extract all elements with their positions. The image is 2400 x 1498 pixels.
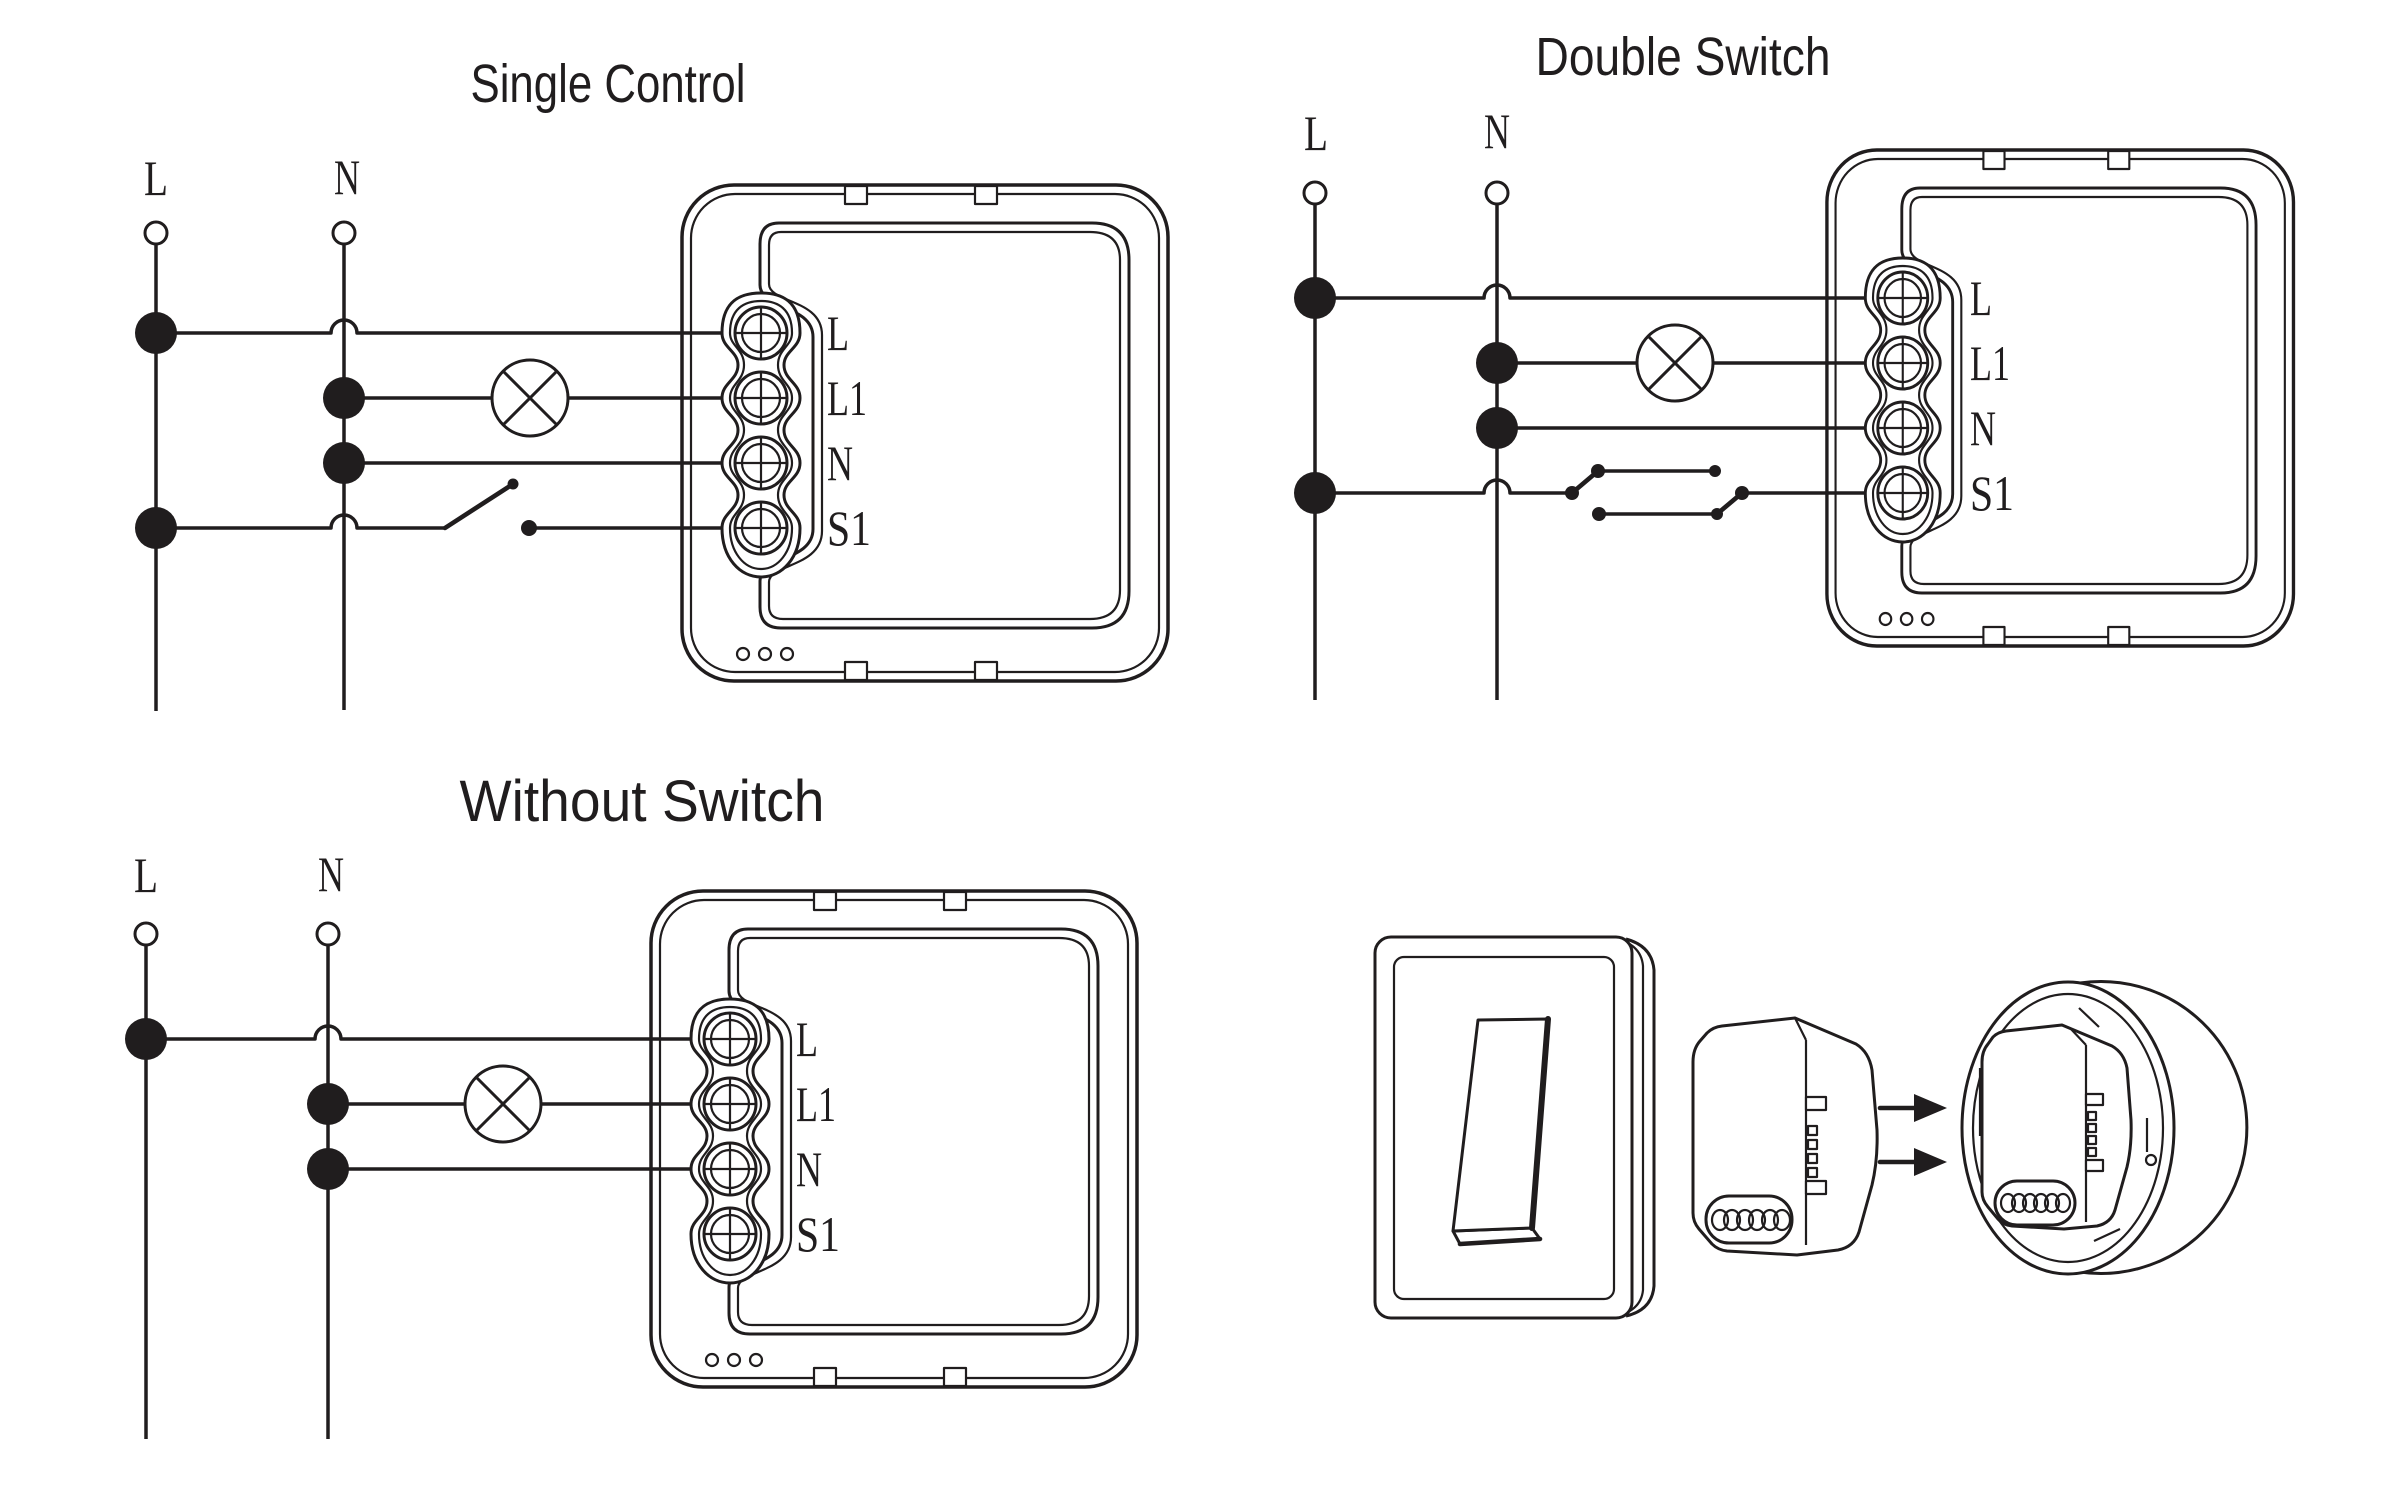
clip-tab-icon [1804,1179,1828,1196]
junction-dot [1476,407,1518,449]
junction-dot [307,1148,349,1190]
supply-neutral-label: N [1484,103,1510,159]
terminal-label-s1: S1 [827,500,871,556]
wall-switch-icon [1373,935,1656,1320]
terminal-label-l1: L1 [827,370,867,426]
terminal-label-l: L [796,1011,818,1067]
relay-module [1825,148,2296,648]
wire-l [156,318,761,335]
two-way-switch-icon [1565,464,1749,521]
supply-terminal-icon [133,921,159,947]
supply-live-label: L [1304,105,1328,161]
wire-l [146,1024,730,1041]
supply-live-label: L [134,847,158,903]
terminal-label-l: L [827,305,849,361]
junction-dot [135,312,177,354]
terminal-label-l1: L1 [796,1076,836,1132]
clip-tab-icon [1804,1095,1828,1112]
diagram-title: Double Switch [1536,27,1831,87]
supply-terminal-icon [143,220,169,246]
terminal-label-l: L [1970,270,1992,326]
diagram-title: Single Control [471,54,746,114]
diagram-title: Without Switch [460,769,825,834]
supply-neutral-label: N [318,846,344,902]
wire-l [1315,283,1903,300]
installation-illustration [1373,935,2249,1320]
wire-s1 [1315,478,1903,495]
lamp-icon [463,1064,543,1144]
lamp-icon [1635,323,1715,403]
junction-dot [1294,277,1336,319]
terminal-label-n: N [1970,400,1996,456]
supply-terminal-icon [1302,180,1328,206]
terminal-label-s1: S1 [796,1206,840,1262]
junction-dot [323,377,365,419]
terminal-strip-icon [1704,1194,1794,1245]
insert-arrow-icon [1877,1094,1947,1122]
junction-dot [323,442,365,484]
relay-module-3d-icon [1691,1016,1879,1257]
relay-module-in-box-icon [1980,1023,2133,1231]
supply-live-label: L [144,150,168,206]
supply-neutral-label: N [334,149,360,205]
terminal-label-l1: L1 [1970,335,2010,391]
lamp-icon [490,358,570,438]
terminal-label-n: N [827,435,853,491]
junction-dot [307,1083,349,1125]
supply-terminal-icon [331,220,357,246]
round-wall-box-icon [1960,980,2249,1276]
one-way-switch-icon [442,478,537,536]
supply-terminal-icon [1484,180,1510,206]
diagram-single-control: Single Control L N L L1 N S1 [135,54,1170,711]
relay-module [680,183,1170,683]
terminal-label-n: N [796,1141,822,1197]
insert-arrow-icon [1877,1148,1947,1176]
supply-terminal-icon [315,921,341,947]
junction-dot [1294,472,1336,514]
junction-dot [1476,342,1518,384]
terminal-strip-icon [1993,1179,2077,1227]
junction-dot [125,1018,167,1060]
terminal-label-s1: S1 [1970,465,2014,521]
diagram-double-switch: Double Switch L N [1294,27,2296,700]
relay-module [649,889,1139,1389]
junction-dot [135,507,177,549]
diagram-without-switch: Without Switch L N L L1 N S1 [125,769,1139,1439]
rocker-button [1451,1016,1551,1247]
